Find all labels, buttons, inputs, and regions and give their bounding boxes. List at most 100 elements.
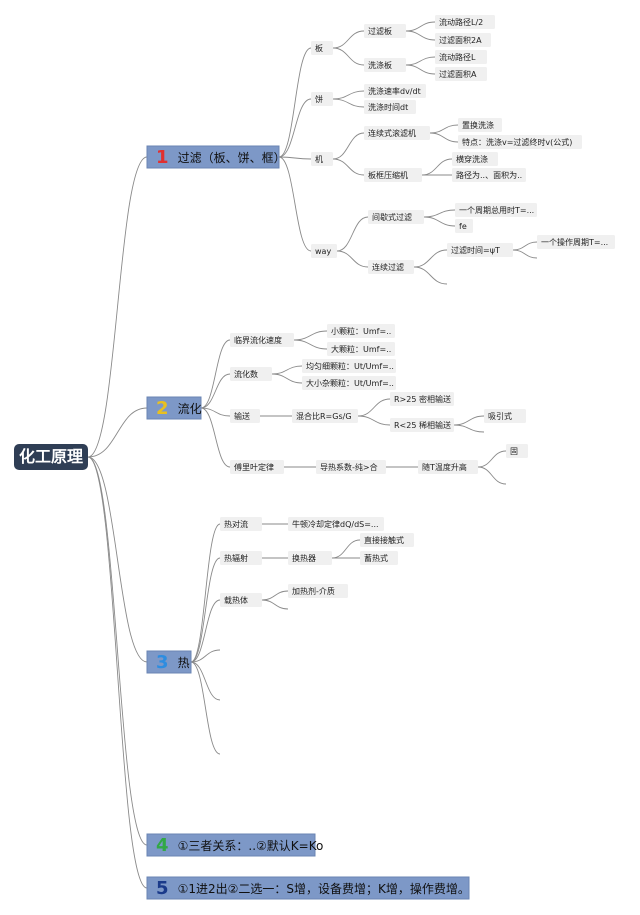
branch-relationship[interactable]: 4 ①三者关系：..②默认K=Ko	[146, 833, 323, 857]
node-box	[435, 15, 495, 29]
node-label: 横穿洗涤	[456, 154, 488, 164]
node-label: 输送	[234, 411, 250, 421]
node-bankuang-yalvji[interactable]: 板框压缩机	[364, 168, 422, 182]
node-fe[interactable]: fe	[455, 219, 473, 233]
node-xiyin[interactable]: 吸引式	[484, 409, 526, 423]
node-zhihuan-xidi[interactable]: 置换洗涤	[458, 118, 502, 132]
node-box	[360, 533, 414, 547]
node-lianxu-yelvji[interactable]: 连续式滚滤机	[364, 126, 430, 140]
node-linjie[interactable]: 临界流化速度	[230, 333, 294, 347]
branch-label: 4 ①三者关系：..②默认K=Ko	[156, 835, 323, 856]
node-jianxie-guolv[interactable]: 间歇式过滤	[368, 210, 424, 224]
node-label: R>25 密相输送	[394, 394, 451, 404]
connector	[405, 64, 436, 75]
connector	[200, 373, 231, 409]
node-zaireti[interactable]: 载热体	[220, 593, 262, 607]
node-box	[360, 551, 398, 565]
connector	[512, 249, 538, 259]
node-lianxu-guolv[interactable]: 连续过滤	[368, 260, 414, 274]
connector	[190, 557, 221, 663]
node-guolv-shijian[interactable]: 过滤时间=ψT	[447, 243, 513, 257]
node-label: 过滤时间=ψT	[451, 245, 500, 255]
node-label: 过滤面积2A	[439, 35, 482, 45]
connector	[413, 266, 448, 285]
node-gu[interactable]: 固	[506, 444, 528, 458]
node-box	[458, 135, 582, 149]
node-mianji-2a[interactable]: 过滤面积2A	[435, 33, 491, 47]
node-zhijie[interactable]: 直接接触式	[360, 533, 414, 547]
node-huanreqi[interactable]: 换热器	[288, 551, 332, 565]
node-label: 特点：洗涤v=过滤终时v(公式)	[462, 137, 572, 147]
node-box	[435, 67, 487, 81]
node-xidiban[interactable]: 洗涤板	[364, 58, 406, 72]
node-ji[interactable]: 机	[311, 152, 333, 166]
node-box	[311, 244, 337, 258]
node-suiT[interactable]: 随T温度升高	[418, 460, 478, 474]
node-label: 热辐射	[224, 553, 248, 563]
node-label: 间歇式过滤	[372, 212, 412, 222]
branch-box	[146, 876, 470, 900]
root-node[interactable]: 化工原理	[14, 444, 88, 470]
node-yige-caozuo[interactable]: 一个操作周期T=...	[537, 235, 615, 249]
connector	[293, 330, 328, 341]
branch-heat[interactable]: 3 热	[146, 650, 192, 674]
node-xure[interactable]: 蓄热式	[360, 551, 398, 565]
node-label: 洗涤时间dt	[368, 102, 408, 112]
branch-fluidization[interactable]: 2 流化	[146, 396, 202, 420]
connector	[453, 424, 485, 433]
node-box	[390, 392, 454, 406]
node-ban[interactable]: 板	[311, 41, 333, 55]
node-box	[311, 41, 333, 55]
connector	[332, 90, 365, 100]
node-daxiao[interactable]: 大小杂颗粒：Ut/Umf=..	[302, 376, 396, 390]
node-fuli[interactable]: 傅里叶定律	[230, 460, 284, 474]
branch-number: 4	[156, 835, 169, 856]
connector-lines	[87, 21, 538, 889]
branch-box	[146, 396, 202, 420]
branch-filtration[interactable]: 1 过滤（板、饼、框）	[146, 145, 286, 169]
node-box	[220, 517, 262, 531]
branch-number: 5	[156, 878, 169, 899]
node-junyun[interactable]: 均匀细颗粒：Ut/Umf=..	[302, 359, 396, 373]
branch-selection[interactable]: 5 ①1进2出②二选一：S增，设备费增；K增，操作费增。	[146, 876, 470, 900]
node-liuhuashu[interactable]: 流化数	[230, 367, 272, 381]
node-r-lt25[interactable]: R<25 稀相输送	[390, 418, 454, 432]
node-r-gt25[interactable]: R>25 密相输送	[390, 392, 454, 406]
branch-label: 5 ①1进2出②二选一：S增，设备费增；K增，操作费增。	[156, 878, 470, 899]
connector	[332, 132, 365, 160]
connector	[477, 466, 507, 485]
node-way[interactable]: way	[311, 244, 337, 258]
node-box	[484, 409, 526, 423]
node-mianji-a[interactable]: 过滤面积A	[435, 67, 487, 81]
node-label: 换热器	[292, 553, 316, 563]
node-liudong-l[interactable]: 流动路径L	[435, 50, 487, 64]
node-reduiliu[interactable]: 热对流	[220, 517, 262, 531]
node-niudun[interactable]: 牛顿冷却定律dQ/dS=...	[288, 517, 384, 531]
branch-number: 2	[156, 398, 169, 419]
node-guolvban[interactable]: 过滤板	[364, 24, 406, 38]
node-hengchuan-xidi[interactable]: 横穿洗涤	[452, 152, 498, 166]
node-xidi-shijian[interactable]: 洗涤时间dt	[364, 100, 416, 114]
node-xiao-keli[interactable]: 小颗粒：Umf=..	[327, 324, 395, 338]
node-liudong-l2[interactable]: 流动路径L/2	[435, 15, 495, 29]
node-box	[302, 376, 396, 390]
node-box	[455, 203, 537, 217]
node-da-keli[interactable]: 大颗粒：Umf=..	[327, 342, 395, 356]
node-refushe[interactable]: 热辐射	[220, 551, 262, 565]
connector	[261, 590, 289, 601]
node-daoreixishu[interactable]: 导热系数-纯>合	[316, 460, 386, 474]
node-box	[327, 342, 395, 356]
node-bing[interactable]: 饼	[311, 92, 333, 106]
node-yige-zhouqi[interactable]: 一个周期总用时T=...	[455, 203, 537, 217]
node-jiareji[interactable]: 加热剂-介质	[288, 584, 348, 598]
node-xidi-sulv[interactable]: 洗涤速率dv/dt	[364, 84, 426, 98]
node-shusong[interactable]: 输送	[230, 409, 260, 423]
connector	[278, 156, 312, 252]
node-tedian[interactable]: 特点：洗涤v=过滤终时v(公式)	[458, 135, 582, 149]
node-lujing-wei[interactable]: 路径为..、面积为..	[452, 168, 526, 182]
node-box	[220, 593, 262, 607]
connector	[200, 339, 231, 409]
connector	[477, 450, 507, 468]
node-hunhe[interactable]: 混合比R=Gs/G	[292, 409, 358, 423]
